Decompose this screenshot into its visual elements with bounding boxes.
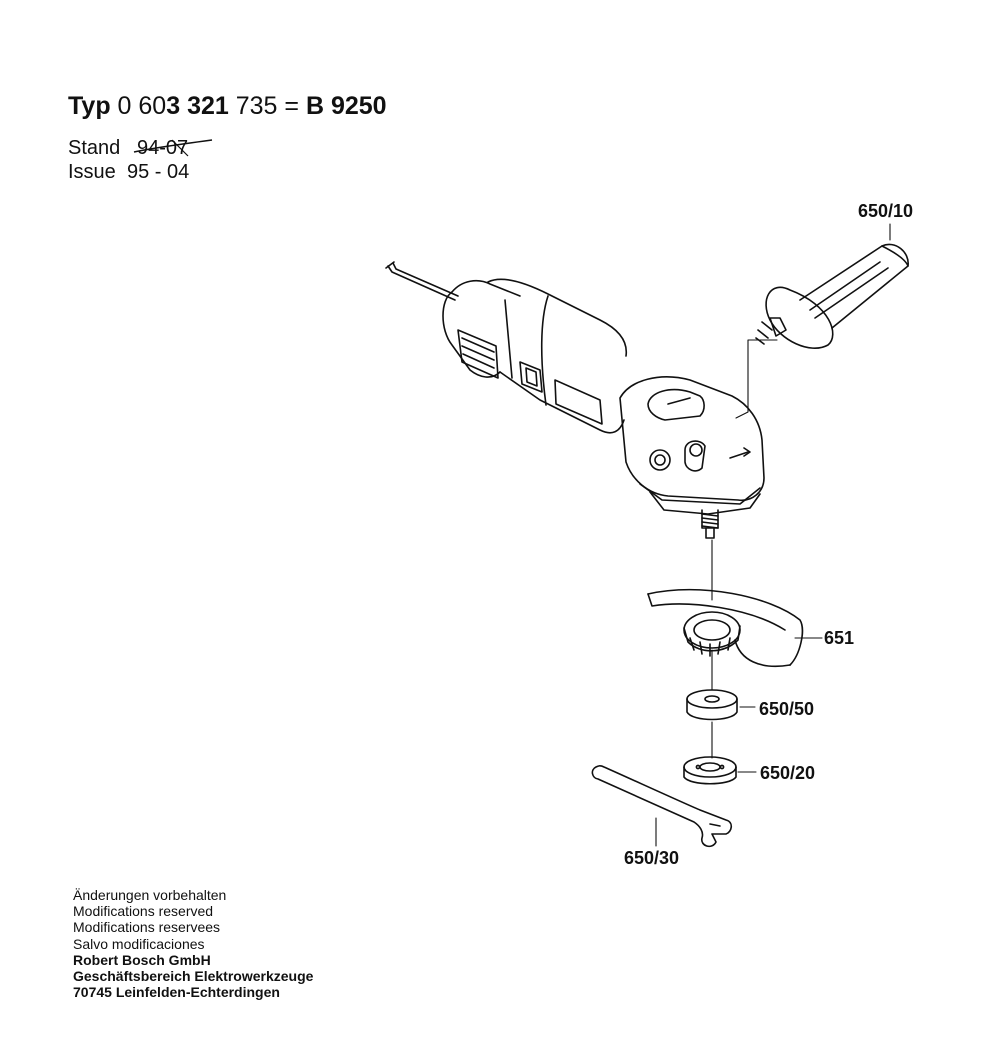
clamping-nut [683, 756, 737, 785]
notice-de: Änderungen vorbehalten [73, 887, 227, 903]
notice-fr: Modifications reservees [73, 919, 221, 936]
pin-spanner [591, 765, 733, 848]
notice-en: Modifications reserved [73, 903, 214, 920]
company-address: 70745 Leinfelden-Echterdingen [73, 984, 280, 1001]
typ-label: Typ [68, 92, 111, 120]
notice-es: Salvo modificaciones [73, 935, 205, 952]
part-label-guard: 651 [824, 628, 855, 648]
part-number-prefix: 0 60 [117, 92, 167, 120]
leader-lines [655, 223, 891, 847]
part-label-nut: 650/20 [760, 763, 816, 783]
company-division: Geschäftsbereich Elektrowerkzeuge [73, 968, 314, 985]
wheel-guard [647, 588, 804, 667]
part-number-suffix: 735 = [235, 92, 299, 120]
mounting-flange [686, 689, 738, 721]
stand-label: Stand [68, 137, 121, 159]
part-label-flange: 650/50 [759, 699, 815, 719]
strikethrough-mark [133, 139, 213, 157]
issue-value: 95 - 04 [127, 161, 190, 183]
side-handle [755, 243, 909, 349]
angle-grinder-body [442, 278, 765, 539]
part-label-handle: 650/10 [858, 201, 914, 221]
model-number: B 9250 [305, 92, 387, 120]
power-cord [385, 261, 459, 301]
footer-notice: Änderungen vorbehalten Modifications res… [73, 887, 313, 1000]
company-name: Robert Bosch GmbH [73, 951, 211, 968]
stand-value: 94-07 [137, 137, 189, 159]
part-label-spanner: 650/30 [624, 848, 680, 868]
part-number-bold: 3 321 [166, 92, 229, 120]
issue-label: Issue [68, 161, 116, 183]
document-title: Typ 0 603 321 735 = B 9250 [68, 92, 387, 121]
